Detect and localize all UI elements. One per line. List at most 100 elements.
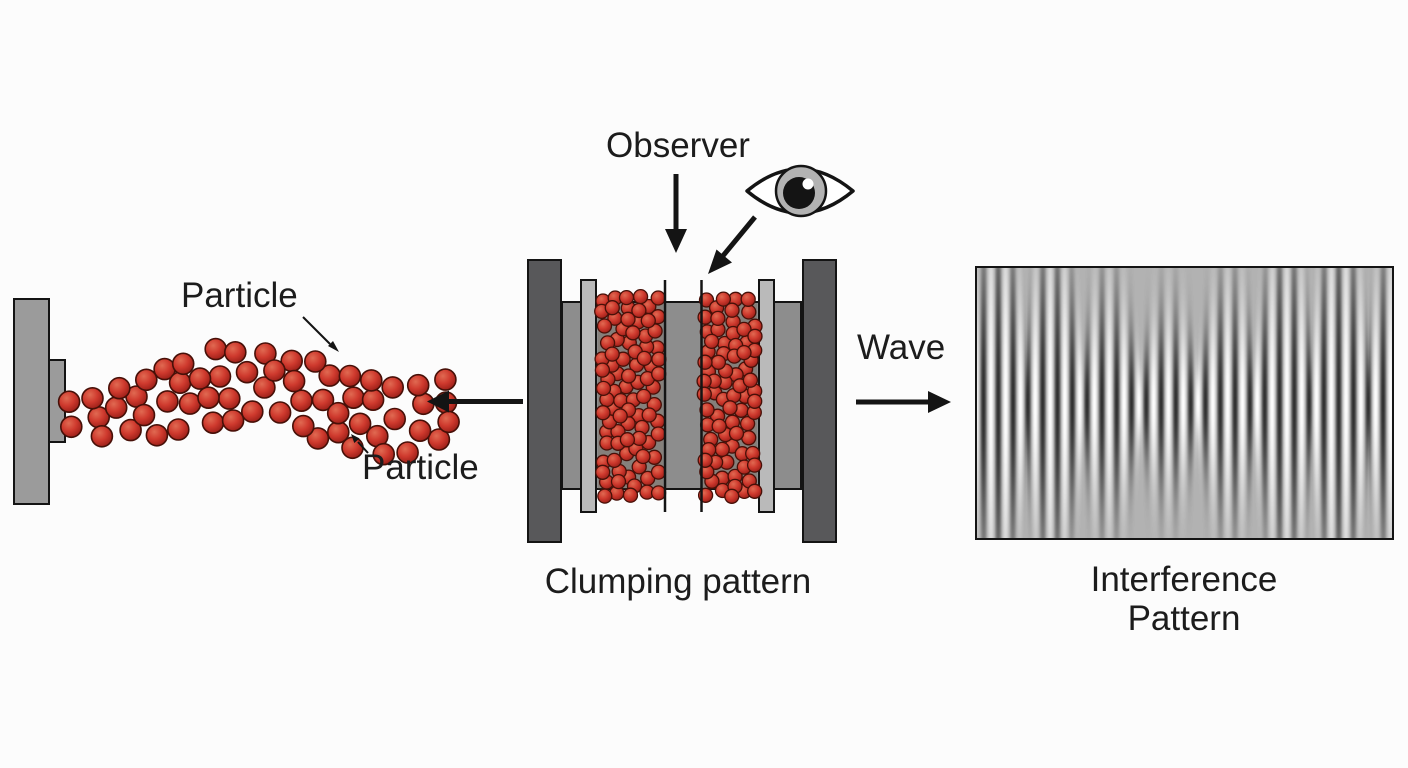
particle-dot (747, 483, 763, 499)
particle-dot (406, 373, 430, 397)
particle-dot (188, 367, 212, 390)
particle-dot (241, 400, 264, 423)
particle-label-bottom: Particle (362, 448, 479, 487)
particle-dot (622, 487, 639, 503)
particle-dot (311, 388, 335, 412)
particle-dot (596, 318, 613, 334)
right-arrow-icon (856, 391, 951, 413)
particle-dot (697, 309, 713, 325)
particle-dot (342, 386, 365, 410)
particle-dot (290, 389, 313, 413)
particle-dot (359, 369, 383, 392)
particle-dot (711, 418, 727, 434)
particle-dot (168, 371, 192, 395)
particle-label-top: Particle (181, 276, 298, 315)
particle-dot (282, 369, 306, 393)
particle-dot (618, 289, 635, 306)
particle-dot (135, 368, 158, 392)
particle-dot (224, 340, 247, 364)
particle-dot (372, 442, 396, 466)
particle-dot (698, 292, 715, 308)
particle-dot (631, 302, 647, 319)
left-arrow-icon (427, 390, 523, 413)
particle-dot (427, 428, 451, 451)
particle-dot (620, 311, 636, 327)
interference-pattern-frame (975, 266, 1394, 540)
particle-dot (747, 328, 763, 344)
observer-label: Observer (606, 126, 750, 165)
particle-dot (740, 291, 756, 307)
apparatus-dark-bar-left (527, 259, 562, 543)
particle-dot (650, 290, 666, 306)
particle-dot (635, 448, 651, 465)
particle-dot (383, 407, 407, 431)
particle-dot (90, 424, 114, 448)
particle-dot (710, 354, 727, 370)
particle-clump-right (696, 291, 763, 504)
particle-dot (612, 408, 628, 424)
particle-dot (724, 302, 740, 318)
particle-dot (408, 419, 432, 443)
particle-dot (736, 344, 752, 361)
particle-dot (156, 390, 179, 413)
particle-dot (204, 337, 227, 361)
particle-dot (699, 402, 715, 418)
particle-dot (742, 372, 759, 388)
particle-dot (303, 350, 327, 373)
particle-dot (326, 401, 350, 425)
particle-dot (703, 333, 720, 350)
particle-dot (641, 407, 657, 423)
thin-arrow-icon (302, 316, 339, 352)
particle-dot (595, 405, 611, 421)
interference-pattern-label-line2: Pattern (1127, 599, 1241, 639)
particle-stream (57, 337, 460, 466)
particle-dot (651, 366, 667, 382)
particle-dot (604, 300, 620, 316)
particle-dot (710, 310, 726, 327)
particle-dot (610, 473, 627, 490)
particle-dot (253, 376, 276, 399)
particle-dot (724, 488, 740, 504)
particle-dot (381, 376, 405, 399)
particle-dot (57, 390, 81, 414)
particle-dot (291, 414, 315, 438)
particle-dot (145, 423, 169, 447)
apparatus-dark-bar-right (802, 259, 837, 543)
particle-dot (636, 388, 652, 405)
particle-dot (625, 325, 641, 341)
particle-dot (594, 362, 611, 378)
particle-dot (697, 354, 713, 370)
particle-dot (714, 441, 730, 458)
particle-dot (595, 464, 611, 480)
particle-dot (119, 418, 142, 442)
particle-dot (632, 288, 649, 305)
particle-dot (197, 386, 220, 410)
particle-dot (218, 387, 241, 410)
apparatus-light-bar-left (580, 279, 597, 513)
particle-dot (597, 488, 613, 504)
interference-pattern-label-line1: Interference (1090, 560, 1278, 599)
particle-dot (650, 464, 667, 480)
particle-dot (171, 352, 195, 376)
particle-dot (722, 400, 738, 416)
particle-dot (221, 409, 245, 432)
particle-dot (81, 386, 104, 410)
particle-dot (619, 432, 636, 448)
particle-dot (604, 346, 620, 362)
particle-dot (263, 359, 286, 382)
particle-dot (132, 403, 156, 427)
particle-dot (306, 427, 330, 450)
clumping-pattern-label: Clumping pattern (544, 562, 812, 601)
particle-dot (736, 321, 752, 338)
down-arrow-icon (665, 174, 687, 253)
diagonal-arrow-icon (708, 215, 757, 274)
particle-dot (60, 415, 83, 439)
interference-pattern-label: Interference Pattern (1091, 560, 1278, 638)
particle-dot (396, 441, 419, 464)
eye-icon (745, 164, 855, 218)
particle-dot (412, 392, 435, 416)
particle-dot (268, 401, 292, 424)
particle-dot (696, 386, 712, 402)
